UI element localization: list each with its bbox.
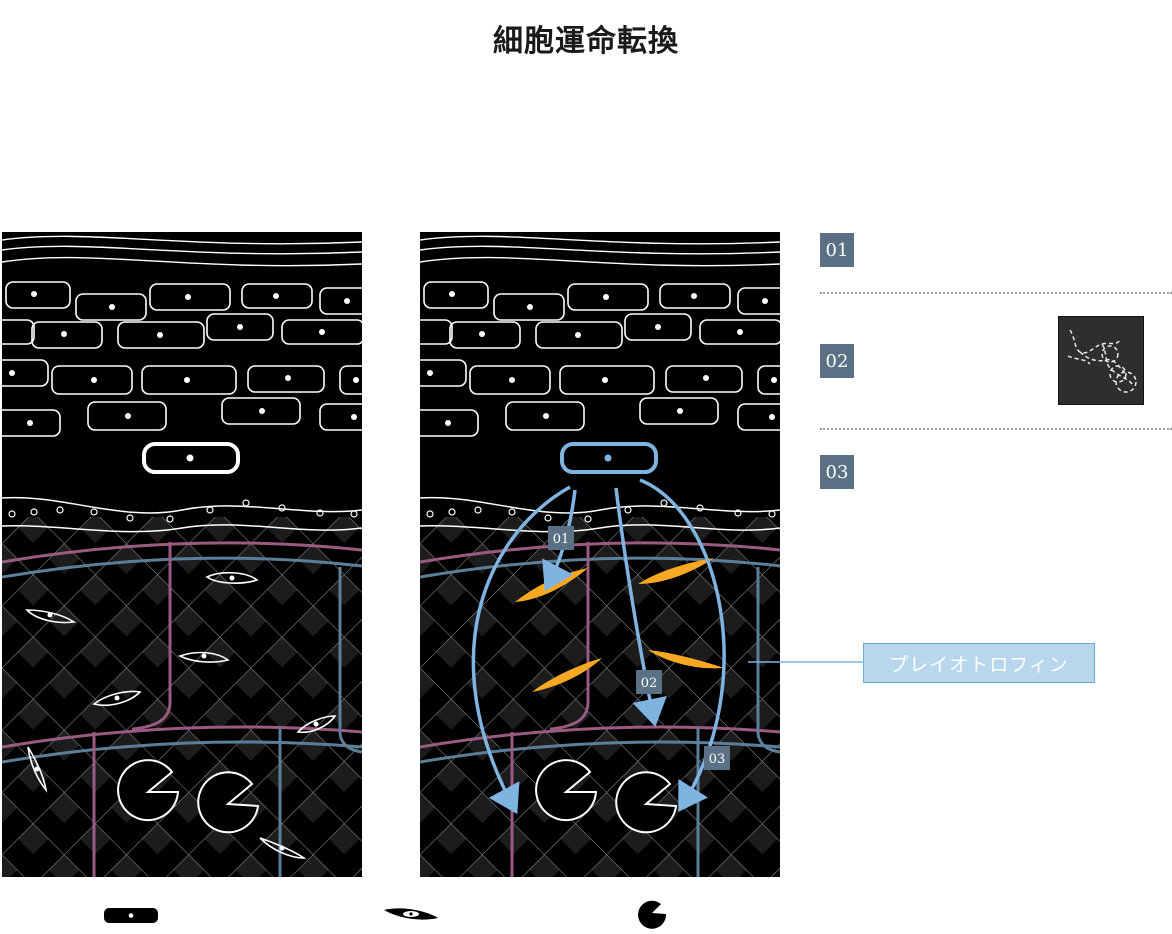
divider-1: [820, 292, 1172, 294]
step-badge-02: 02: [820, 344, 854, 378]
svg-text:01: 01: [553, 532, 570, 547]
arrow-label-02: 02: [636, 670, 662, 694]
arrow-label-03: 03: [704, 746, 730, 770]
divider-2: [820, 428, 1172, 430]
network-cell-icon: [1067, 329, 1137, 393]
spindle-cells: [25, 571, 337, 859]
page-title: 細胞運命転換: [493, 24, 679, 59]
left-panel: [2, 232, 362, 877]
nucleated-cell-icon: [104, 908, 158, 923]
svg-text:03: 03: [709, 752, 726, 767]
spindle-cell-icon: [384, 908, 438, 920]
legend: [104, 900, 667, 929]
pleiotrophin-label: プレイオトロフィン: [863, 643, 1095, 683]
svg-text:02: 02: [641, 676, 658, 691]
step-badge-01: 01: [820, 233, 854, 267]
right-panel: [420, 232, 780, 877]
step-badge-03: 03: [820, 455, 854, 489]
pacman-cell-icon: [638, 900, 667, 929]
arrow-label-01: 01: [548, 526, 574, 550]
